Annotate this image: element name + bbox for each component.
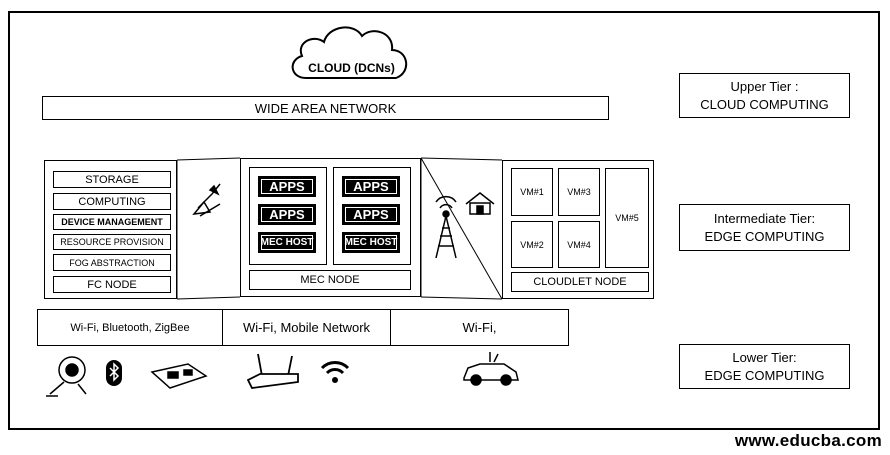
house-icon (465, 192, 495, 215)
mec-host-group-2: APPS APPS MEC HOST (333, 167, 411, 265)
radio-tower-icon (435, 195, 457, 259)
vm-3: VM#3 (558, 168, 600, 216)
tier-lower: Lower Tier: EDGE COMPUTING (679, 344, 850, 389)
mec-node-label: MEC NODE (249, 270, 411, 290)
apps-chip: APPS (258, 176, 316, 197)
apps-chip: APPS (258, 204, 316, 225)
mec-host-chip: MEC HOST (342, 232, 400, 253)
mec-host-group-1: APPS APPS MEC HOST (249, 167, 327, 265)
vm-4: VM#4 (558, 221, 600, 268)
bluetooth-icon (106, 360, 122, 386)
tier-upper: Upper Tier : CLOUD COMPUTING (679, 73, 850, 118)
network-cell-wifi: Wi-Fi, (390, 309, 569, 346)
fc-storage: STORAGE (53, 171, 171, 188)
vm-5: VM#5 (605, 168, 649, 268)
apps-chip: APPS (342, 204, 400, 225)
fc-computing: COMPUTING (53, 193, 171, 210)
tier-lower-subtitle: EDGE COMPUTING (704, 367, 825, 383)
network-cell-wifi-bluetooth-zigbee: Wi-Fi, Bluetooth, ZigBee (37, 309, 223, 346)
tier-intermediate: Intermediate Tier: EDGE COMPUTING (679, 204, 850, 251)
vm-1: VM#1 (511, 168, 553, 216)
vm-2: VM#2 (511, 221, 553, 268)
tier-intermediate-title: Intermediate Tier: (713, 210, 816, 226)
wifi-icon (320, 361, 350, 383)
apps-chip: APPS (342, 176, 400, 197)
tier-lower-title: Lower Tier: (732, 349, 797, 365)
wide-area-network-bar: WIDE AREA NETWORK (42, 96, 609, 120)
fc-node-label: FC NODE (53, 276, 171, 293)
fc-node-panel: STORAGE COMPUTING DEVICE MANAGEMENT RESO… (44, 160, 177, 299)
tier-upper-title: Upper Tier : (730, 78, 799, 94)
router-icon (246, 353, 299, 389)
satellite-dish-icon (192, 183, 221, 217)
cloud-shape (291, 26, 407, 79)
circuit-board-icon (150, 363, 208, 389)
fc-resource-provision: RESOURCE PROVISION (53, 234, 171, 250)
cloudlet-node-panel: VM#1 VM#3 VM#2 VM#4 VM#5 CLOUDLET NODE (502, 160, 654, 299)
tier-intermediate-subtitle: EDGE COMPUTING (704, 228, 825, 244)
mec-host-chip: MEC HOST (258, 232, 316, 253)
watermark-text: www.educba.com (734, 431, 882, 450)
network-cell-wifi-mobile: Wi-Fi, Mobile Network (222, 309, 391, 346)
fc-fog-abstraction: FOG ABSTRACTION (53, 254, 171, 271)
cloudlet-node-label: CLOUDLET NODE (511, 272, 649, 292)
mec-node-panel: APPS APPS MEC HOST APPS APPS MEC HOST ME… (240, 158, 421, 297)
camera-icon (46, 356, 87, 397)
car-icon (463, 352, 519, 386)
tier-upper-subtitle: CLOUD COMPUTING (700, 96, 829, 112)
cloud-label: CLOUD (DCNs) (308, 61, 395, 75)
fc-device-management: DEVICE MANAGEMENT (53, 214, 171, 230)
